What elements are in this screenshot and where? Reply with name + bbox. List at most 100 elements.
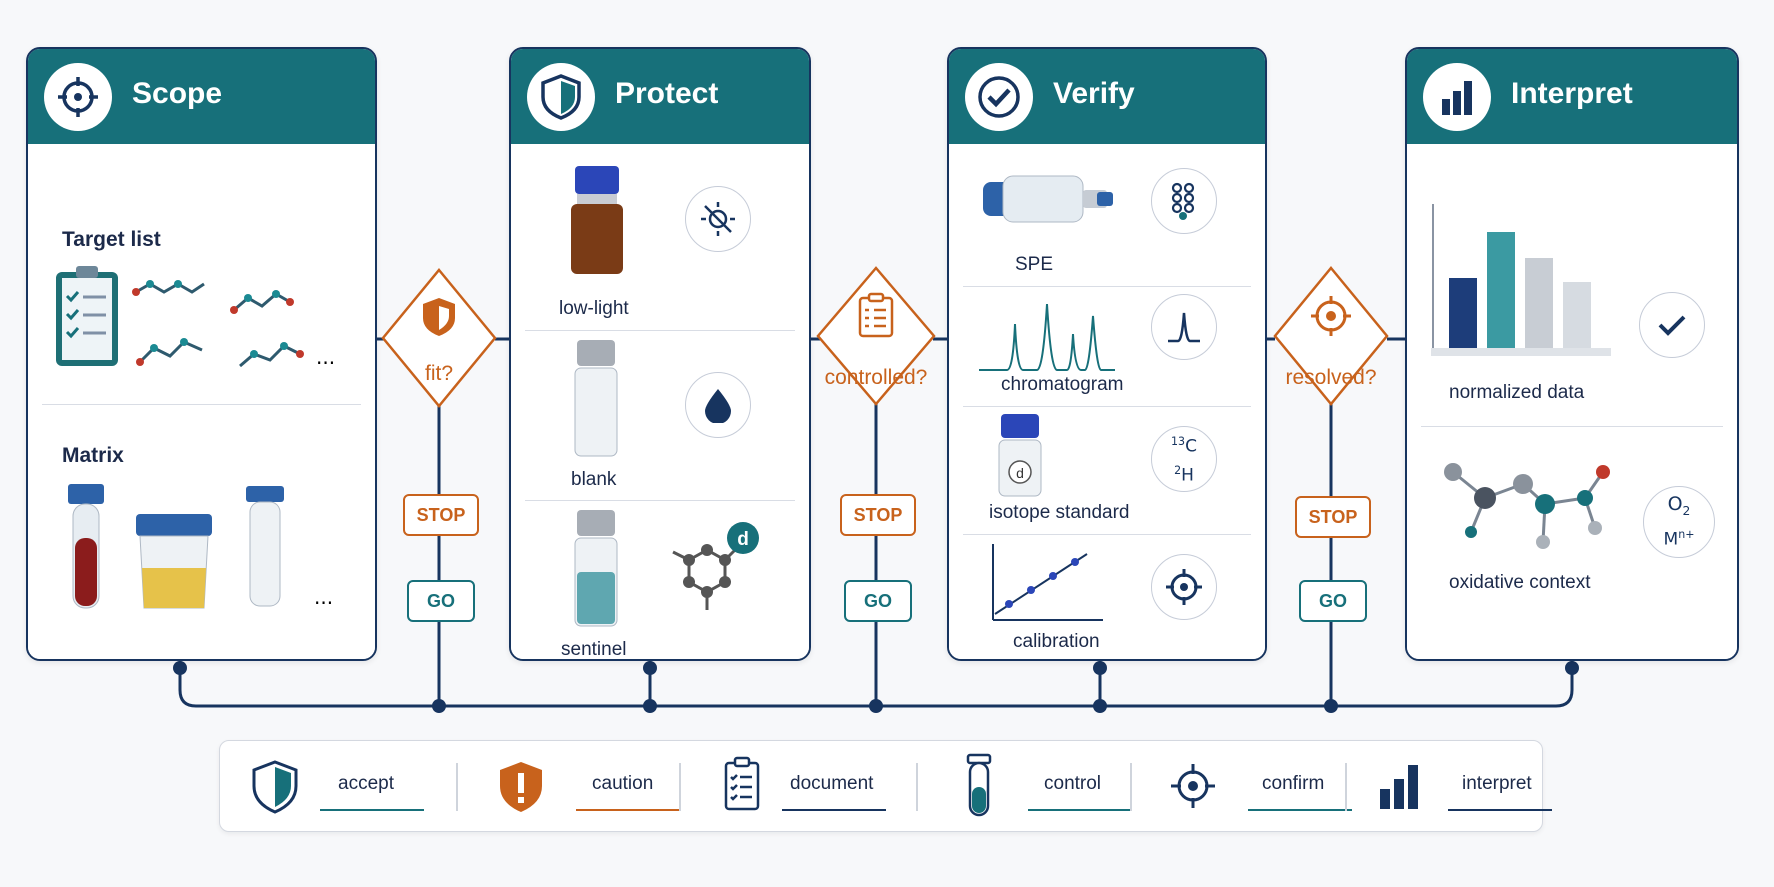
gate-diamond xyxy=(816,266,936,406)
deuterium-badge: d xyxy=(1016,465,1024,481)
legend-divider xyxy=(679,763,681,811)
empty-tube-icon xyxy=(246,486,284,607)
stop-button[interactable]: STOP xyxy=(1295,496,1371,538)
legend-item-confirm: confirm xyxy=(1168,741,1352,831)
crosshair-icon xyxy=(1171,764,1215,808)
legend-underline xyxy=(320,809,424,811)
crosshair-icon xyxy=(44,63,112,131)
isotope-vial-icon: d xyxy=(998,414,1042,497)
oxidant-species-icon: O2 Mn+ xyxy=(1643,486,1715,558)
legend-item-document: document xyxy=(722,741,892,831)
gate-question: fit? xyxy=(424,362,453,385)
check-icon xyxy=(1639,292,1705,358)
clipboard-icon xyxy=(56,266,118,366)
interpret-header: Interpret xyxy=(1407,49,1737,144)
panel-title: Interpret xyxy=(1511,77,1633,110)
divider xyxy=(42,404,361,405)
test-tube-icon xyxy=(966,753,992,817)
clipboard-icon xyxy=(724,756,760,811)
spe-cartridge-icon xyxy=(983,175,1113,223)
target-list-label: Target list xyxy=(62,228,161,251)
normalized-bar-chart xyxy=(1431,204,1611,356)
urine-cup-icon xyxy=(136,514,212,609)
panel-title: Protect xyxy=(615,77,719,110)
protect-panel: Protect low-light blank xyxy=(509,47,811,661)
legend-underline xyxy=(782,809,886,811)
gate-diamond xyxy=(1273,266,1389,406)
crosshair-icon xyxy=(1311,296,1351,336)
go-button[interactable]: GO xyxy=(1299,580,1367,622)
gate-dotted-line xyxy=(437,410,441,580)
calibration-curve xyxy=(992,544,1103,621)
metal-ion-label: Mn+ xyxy=(1663,528,1695,550)
deuterium-2-label: 2H xyxy=(1174,464,1194,486)
divider xyxy=(525,330,795,331)
go-button[interactable]: GO xyxy=(844,580,912,622)
legend-underline xyxy=(1448,809,1552,811)
deuterium-badge: d xyxy=(737,529,749,550)
legend-item-interpret: interpret xyxy=(1378,741,1552,831)
legend-label: accept xyxy=(338,773,394,794)
legend-divider xyxy=(456,763,458,811)
stop-button[interactable]: STOP xyxy=(840,494,916,536)
matrix-label: Matrix xyxy=(62,444,124,467)
legend-label: confirm xyxy=(1262,773,1325,794)
interpret-panel: Interpret normalized data O2 Mn+ o xyxy=(1405,47,1739,661)
oxidative-context-label: oxidative context xyxy=(1449,572,1591,593)
blank-label: blank xyxy=(571,469,617,490)
divider xyxy=(963,286,1251,287)
legend: accept caution document control confirm … xyxy=(219,740,1552,832)
sentinel-label: sentinel xyxy=(561,639,627,660)
chromatogram-trace xyxy=(979,303,1115,371)
peak-icon xyxy=(1151,294,1217,360)
more-targets-ellipsis: ... xyxy=(316,345,335,369)
protect-header: Protect xyxy=(511,49,809,144)
check-icon xyxy=(965,63,1033,131)
deuterated-molecule-icon: d xyxy=(672,522,759,610)
gate-diamond xyxy=(381,268,497,408)
sentinel-vial-icon xyxy=(574,510,618,627)
matrix-samples-illustration: ... xyxy=(68,484,333,609)
divider xyxy=(525,500,795,501)
stop-button[interactable]: STOP xyxy=(403,494,479,536)
amber-vial-icon xyxy=(571,166,623,274)
no-light-icon xyxy=(685,186,751,252)
blood-tube-icon xyxy=(68,484,104,609)
shield-icon xyxy=(527,63,595,131)
oxygen-label: O2 xyxy=(1667,493,1691,519)
scope-header: Scope xyxy=(28,49,375,144)
legend-item-caution: caution xyxy=(496,741,680,831)
legend-underline xyxy=(1028,809,1132,811)
isotope-standard-label: isotope standard xyxy=(989,502,1130,523)
gate-question: resolved? xyxy=(1285,366,1377,389)
calibration-label: calibration xyxy=(1013,631,1100,652)
verify-panel: Verify SPE chromatogram d xyxy=(947,47,1267,661)
legend-label: control xyxy=(1044,773,1102,794)
legend-item-control: control xyxy=(964,741,1132,831)
shield-icon xyxy=(252,760,298,814)
warning-shield-icon xyxy=(500,762,542,812)
legend-underline xyxy=(576,809,680,811)
go-button[interactable]: GO xyxy=(407,580,475,622)
target-molecules-illustration: ... xyxy=(56,266,335,369)
warning-shield-icon xyxy=(423,298,455,336)
gate-question: controlled? xyxy=(824,366,928,389)
carbon-13-label: 13C xyxy=(1171,435,1197,457)
divider xyxy=(1421,426,1723,427)
legend-label: interpret xyxy=(1462,773,1532,794)
scope-panel: Scope Target list xyxy=(26,47,377,661)
more-matrices-ellipsis: ... xyxy=(314,585,333,609)
blank-vial-icon xyxy=(574,340,618,457)
bar-chart-icon xyxy=(1423,63,1491,131)
low-light-label: low-light xyxy=(559,298,629,319)
bar-chart-icon xyxy=(1380,765,1418,809)
legend-divider xyxy=(1130,763,1132,811)
legend-label: document xyxy=(790,773,874,794)
legend-divider xyxy=(1345,763,1347,811)
crosshair-icon xyxy=(1151,554,1217,620)
chromatogram-label: chromatogram xyxy=(1001,374,1124,395)
panel-title: Scope xyxy=(132,77,223,110)
divider xyxy=(963,534,1251,535)
legend-label: caution xyxy=(592,773,654,794)
verify-header: Verify xyxy=(949,49,1265,144)
